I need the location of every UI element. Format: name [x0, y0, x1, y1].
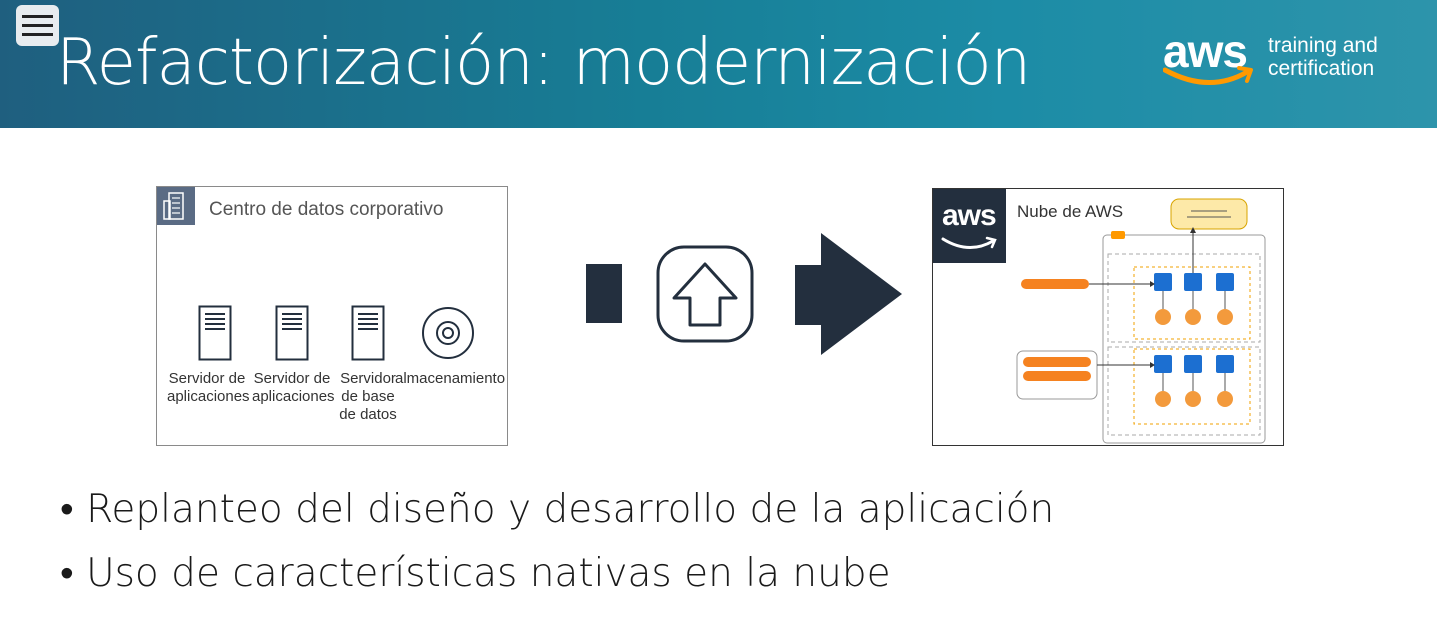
bullet-list: Replanteo del diseño y desarrollo de la … — [60, 487, 1054, 615]
aws-cloud-logo-text: aws — [942, 199, 997, 232]
arrow-tail-bar — [586, 264, 622, 323]
aws-smile-icon — [941, 236, 997, 249]
corporate-datacenter-panel: Centro de datos corporativo Servidor de … — [156, 186, 508, 446]
server-icon — [351, 305, 385, 361]
slide-title: Refactorización: modernización — [56, 26, 1031, 100]
datacenter-title: Centro de datos corporativo — [209, 199, 444, 220]
menu-button[interactable] — [16, 5, 59, 46]
bullet-item: Replanteo del diseño y desarrollo de la … — [60, 487, 1054, 551]
server-icon — [198, 305, 232, 361]
aws-cloud-title: Nube de AWS — [1017, 202, 1124, 221]
database-server-label: Servidor de base de datos — [339, 370, 397, 423]
brand-tagline: training and certification — [1268, 34, 1378, 80]
building-icon — [157, 187, 195, 225]
brand-tagline-line1: training and — [1268, 34, 1378, 57]
aws-smile-icon — [1163, 66, 1253, 85]
server-icon — [275, 305, 309, 361]
upload-arrow-icon — [656, 245, 754, 343]
server-label: Servidor de aplicaciones — [167, 370, 250, 405]
arrow-right-icon — [795, 233, 902, 355]
server-label: Servidor de aplicaciones — [252, 370, 335, 405]
aws-logo: aws — [1163, 25, 1248, 77]
storage-label: almacenamiento — [395, 370, 506, 387]
slide-header: Refactorización: modernización aws train… — [0, 0, 1437, 128]
aws-cloud-panel: aws Nube de AWS — [932, 188, 1284, 446]
brand-tagline-line2: certification — [1268, 57, 1375, 80]
architecture-diagram — [1016, 198, 1266, 444]
storage-disk-icon — [422, 307, 474, 359]
aws-cloud-logo: aws — [933, 189, 1006, 263]
bullet-item: Uso de características nativas en la nub… — [60, 551, 1054, 615]
